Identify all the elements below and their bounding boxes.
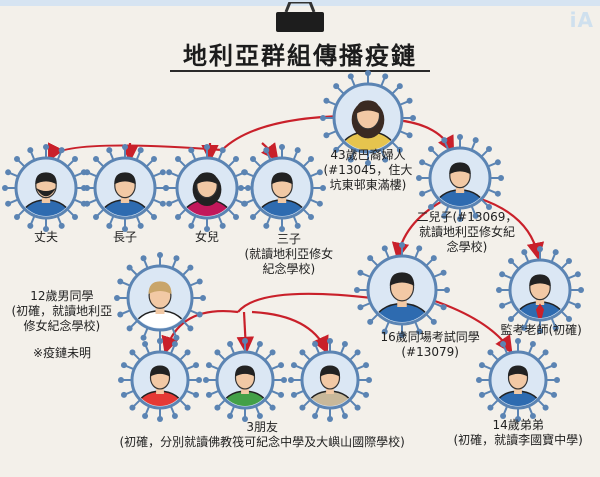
label-line: 二兒子(#13069， (416, 210, 518, 224)
label-line: 監考老師(初確) (500, 323, 582, 337)
boy-avatar-icon (118, 338, 202, 426)
boy-avatar-icon (476, 338, 560, 426)
title-underline (170, 70, 430, 72)
label-line: 紀念學校) (262, 262, 316, 276)
person-label-friends_caption: 3朋友(初確，分別就讀佛教筏可紀念中學及大嶼山國際學校) (120, 420, 405, 450)
person-label-classmate16: 16歲同場考試同學(#13079) (381, 330, 480, 360)
label-line: (初確，就讀地利亞 (11, 304, 113, 318)
person-label-brother: 14歲弟弟(初確，就讀李國寶中學) (454, 418, 583, 448)
teacher-avatar-icon (496, 246, 584, 338)
person-label-daughter: 女兒 (195, 230, 219, 245)
person-label-husband: 丈夫 (34, 230, 58, 245)
boy-avatar-icon (203, 338, 287, 426)
woman-avatar-icon (320, 70, 416, 170)
person-label-eldest: 長子 (113, 230, 137, 245)
transmission-arrow (261, 142, 279, 162)
person-label-note: ※疫鏈未明 (33, 346, 91, 361)
label-line: 修女紀念學校) (23, 319, 101, 333)
label-line: (初確，就讀李國寶中學) (453, 433, 583, 447)
label-line: 就讀地利亞修女紀 (418, 225, 515, 239)
corner-watermark: iA (569, 8, 594, 32)
label-line: (#13045，住大 (323, 163, 413, 177)
label-line: ※疫鏈未明 (33, 346, 92, 360)
person-label-examiner: 監考老師(初確) (501, 323, 582, 338)
transmission-arrow (48, 142, 223, 162)
transmission-arrow (477, 196, 545, 261)
boy-avatar-icon (288, 338, 372, 426)
boy-avatar-icon (416, 134, 504, 226)
label-line: 丈夫 (34, 230, 59, 244)
person-label-classmate12: 12歲男同學(初確，就讀地利亞修女紀念學校) (12, 289, 113, 334)
label-line: 坑東邨東滿樓) (329, 178, 407, 192)
bearded-man-avatar-icon (2, 144, 90, 236)
transmission-arrow (395, 118, 455, 154)
label-line: 女兒 (195, 230, 220, 244)
label-line: 16歲同場考試同學 (380, 330, 480, 344)
transmission-arrow (251, 310, 329, 355)
label-line: (就讀地利亞修女 (244, 247, 334, 261)
transmission-arrow (221, 114, 346, 151)
boy-avatar-icon (81, 144, 169, 236)
label-line: (#13079) (401, 345, 459, 359)
person-label-mother: 43歲巴裔婦人(#13045，住大坑東邨東滿樓) (324, 148, 413, 193)
boy-avatar-icon (354, 242, 450, 342)
transmission-arrow (237, 292, 373, 313)
transmission-arrow (391, 197, 449, 261)
label-line: 念學校) (446, 240, 488, 254)
label-line: 三子 (276, 232, 301, 246)
transmission-arrow (161, 310, 239, 355)
boy-avatar-icon (238, 144, 326, 236)
label-line: 14歲弟弟 (492, 418, 544, 432)
person-label-third: 三子(就讀地利亞修女紀念學校) (245, 232, 334, 277)
boy-avatar-icon (114, 252, 206, 348)
label-line: 12歲男同學 (30, 289, 94, 303)
label-line: 3朋友 (246, 420, 278, 434)
label-line: 長子 (113, 230, 138, 244)
binder-clip-icon (276, 2, 324, 32)
page-title: 地利亞群組傳播疫鏈 (183, 42, 417, 70)
label-line: (初確，分別就讀佛教筏可紀念中學及大嶼山國際學校) (119, 435, 405, 449)
person-label-second: 二兒子(#13069，就讀地利亞修女紀念學校) (417, 210, 518, 255)
label-line: 43歲巴裔婦人 (330, 148, 406, 162)
